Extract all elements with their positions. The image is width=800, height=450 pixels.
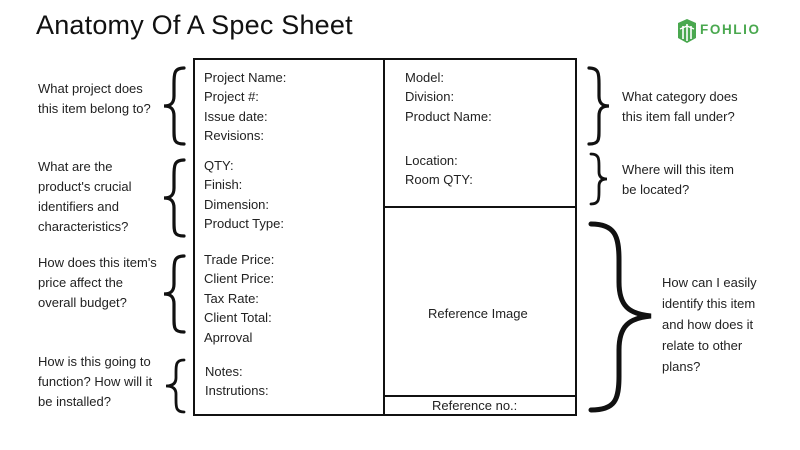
- logo-text: FOHLIO: [700, 22, 761, 37]
- field-tax-rate: Tax Rate:: [204, 290, 259, 306]
- question-identify: How can I easily identify this item and …: [662, 275, 757, 374]
- brace-right-1: [587, 66, 610, 146]
- field-room-qty: Room QTY:: [405, 172, 473, 188]
- brace-left-3: [163, 254, 186, 334]
- brace-left-4: [165, 358, 186, 414]
- field-location: Location:: [405, 153, 458, 168]
- field-approval: Aprroval: [204, 329, 253, 345]
- left-braces: [163, 66, 186, 414]
- field-division: Division:: [405, 89, 455, 105]
- section-pricing: Trade Price: Client Price: Tax Rate: Cli…: [204, 250, 274, 347]
- spec-sheet: [193, 58, 577, 416]
- field-finish: Finish:: [204, 177, 243, 193]
- field-model: Model:: [405, 70, 445, 85]
- field-trade-price: Trade Price:: [204, 252, 275, 267]
- section-category: Model: Division: Product Name:: [405, 68, 492, 126]
- sheet-divider-refno-top: [384, 395, 577, 397]
- question-budget: How does this item's price affect the ov…: [38, 255, 157, 310]
- field-notes: Notes:: [205, 364, 243, 379]
- question-location: Where will this item be located?: [622, 162, 734, 197]
- field-client-price: Client Price:: [204, 271, 275, 287]
- field-revisions: Revisions:: [204, 128, 264, 144]
- reference-image-label: Reference Image: [428, 306, 528, 321]
- field-dimension: Dimension:: [204, 196, 270, 212]
- sheet-divider-image-top: [384, 206, 577, 208]
- field-product-name: Product Name:: [405, 108, 492, 124]
- field-issue-date: Issue date:: [204, 108, 268, 124]
- field-product-type: Product Type:: [204, 216, 284, 232]
- brace-left-2: [163, 158, 186, 238]
- fohlio-logo-icon: [678, 19, 696, 43]
- section-notes: Notes: Instrutions:: [205, 362, 269, 401]
- fohlio-logo: FOHLIO: [676, 18, 786, 46]
- reference-number-label: Reference no.:: [432, 398, 518, 413]
- question-category: What category does this item fall under?: [622, 89, 738, 124]
- field-client-total: Client Total:: [204, 310, 272, 326]
- field-instructions: Instrutions:: [205, 383, 269, 399]
- brace-right-3: [588, 221, 652, 413]
- right-braces: [587, 66, 652, 413]
- field-qty: QTY:: [204, 158, 234, 173]
- field-project-name: Project Name:: [204, 70, 287, 85]
- section-identifiers: QTY: Finish: Dimension: Product Type:: [204, 156, 284, 234]
- section-project: Project Name: Project #: Issue date: Rev…: [204, 68, 286, 146]
- page-title: Anatomy Of A Spec Sheet: [36, 10, 353, 40]
- brace-right-2: [589, 152, 608, 206]
- sheet-divider-vertical: [383, 60, 385, 416]
- brace-left-1: [163, 66, 186, 146]
- field-project-number: Project #:: [204, 89, 259, 105]
- question-project: What project does this item belong to?: [38, 81, 151, 116]
- question-identifiers: What are the product's crucial identifie…: [38, 159, 132, 234]
- question-function: How is this going to function? How will …: [38, 354, 153, 409]
- section-location: Location: Room QTY:: [405, 151, 473, 190]
